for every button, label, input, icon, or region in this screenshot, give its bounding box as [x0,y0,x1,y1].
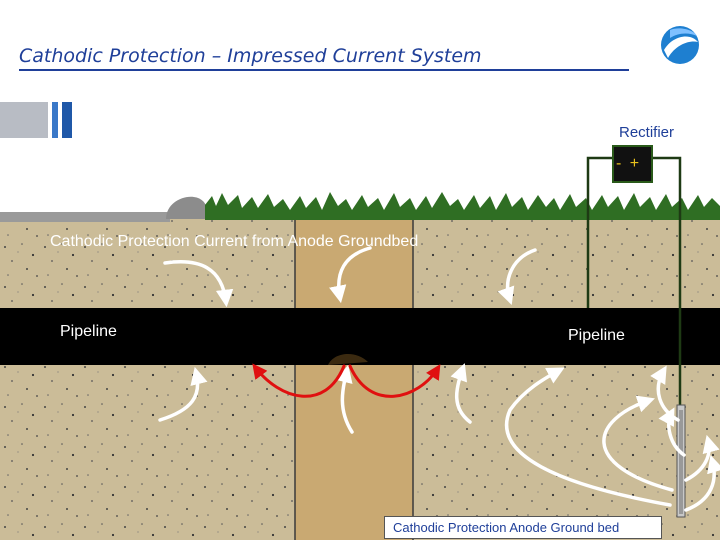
current-arrows-top [163,246,537,308]
pipeline-label-right: Pipeline [568,327,625,344]
anode-groundbed-label: Cathodic Protection Anode Ground bed [384,516,662,539]
coating-defect [328,354,368,365]
grass [205,192,720,220]
trench-backfill [295,216,413,540]
rectifier-polarity: - + [616,155,642,172]
pavement [0,212,170,222]
rectifier-label: Rectifier [619,124,675,141]
cp-current-label: Cathodic Protection Current from Anode G… [50,233,419,250]
rock [166,196,207,219]
vertical-bars-icon [0,102,72,138]
rectifier-box [612,145,653,183]
defect-current-arrows [252,363,441,398]
swirl-logo-icon [661,26,699,64]
pipeline [0,308,720,365]
pipeline-label-left: Pipeline [60,323,117,340]
page-title: Cathodic Protection – Impressed Current … [19,44,629,71]
current-arrows-bottom [158,363,720,512]
